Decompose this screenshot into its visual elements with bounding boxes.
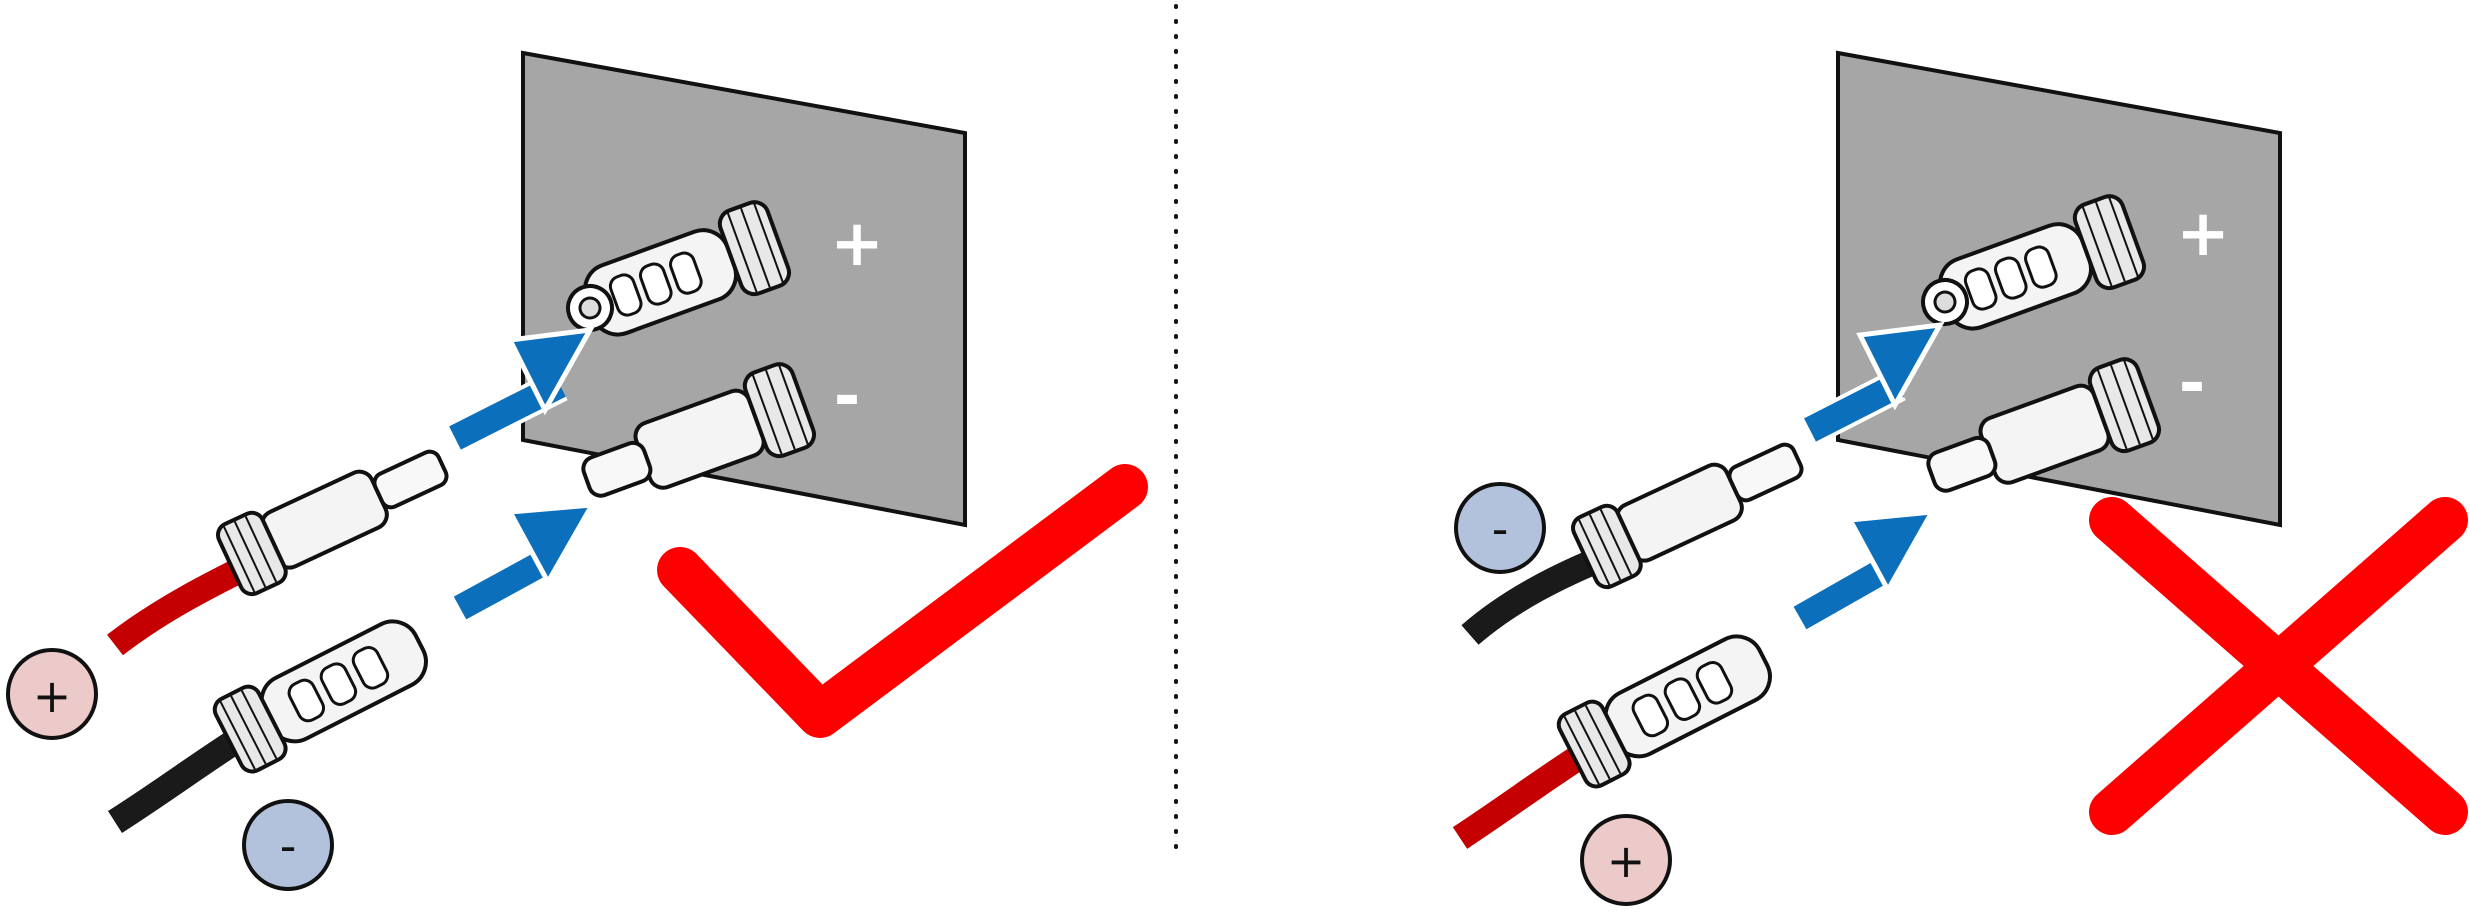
svg-text:+: + [1607,834,1646,888]
insert-arrow-icon [451,502,597,623]
socket-connector [1552,620,1784,793]
svg-text:-: - [1492,502,1509,556]
plus-badge: + [6,648,98,740]
insert-arrow-icon [447,326,595,454]
panel-plus-label: + [2176,197,2230,271]
socket-connector [208,605,440,778]
plug-connector [212,428,461,601]
svg-text:+: + [33,669,72,723]
plug-connector [1567,421,1816,594]
panel-minus-label: - [2179,347,2206,421]
insert-arrow-icon [1791,509,1937,633]
correct-connection-panel: + - + - [6,50,1148,891]
cross-icon [2089,497,2468,835]
svg-text:-: - [280,819,297,873]
panel-plus-label: + [830,207,884,281]
red-cable [107,553,256,656]
minus-badge: - [242,799,334,891]
minus-badge: - [1454,482,1546,574]
black-cable [107,723,252,833]
checkmark-icon [657,464,1148,738]
panel-minus-label: - [834,360,861,434]
incorrect-connection-panel: + - - + [1452,50,2468,906]
red-cable [1452,738,1597,849]
plus-badge: + [1580,814,1672,906]
insert-arrow-icon [1802,321,1945,446]
